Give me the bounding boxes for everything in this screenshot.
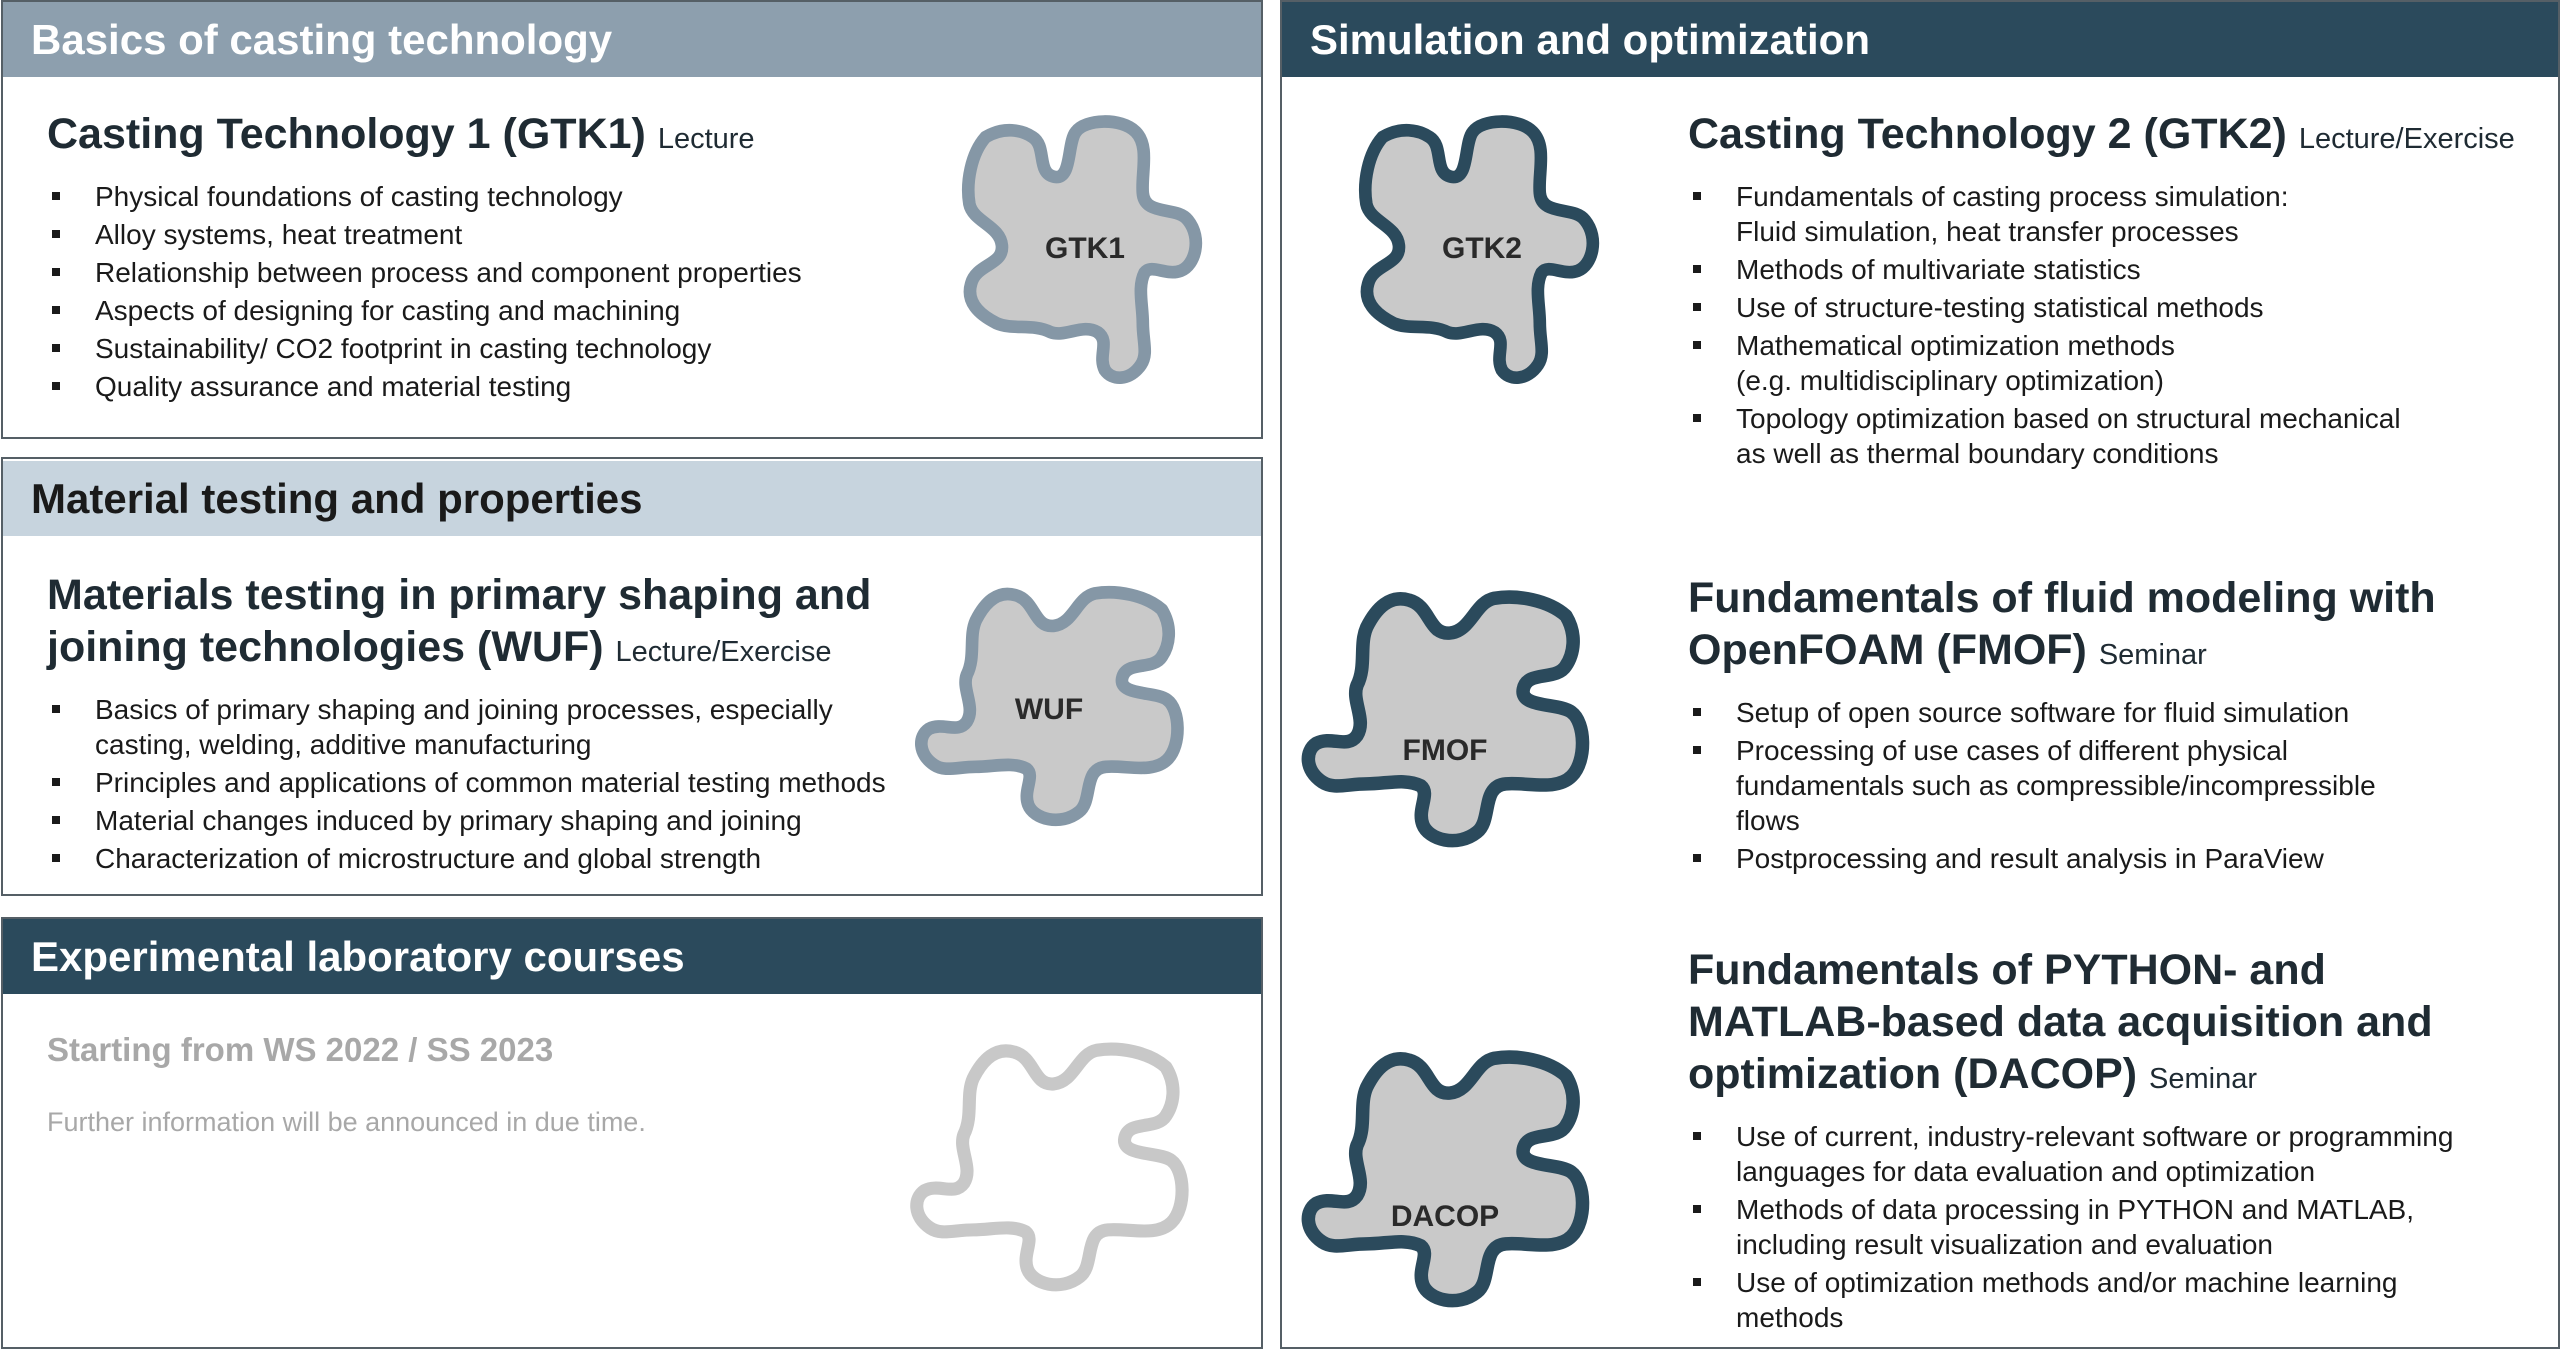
puzzle-piece-icon: FMOF: [1300, 572, 1590, 872]
list-item: Quality assurance and material testing: [47, 369, 927, 404]
list-item: Use of current, industry-relevant softwa…: [1688, 1119, 2548, 1189]
list-item: Aspects of designing for casting and mac…: [47, 293, 927, 328]
lab-start-heading: Starting from WS 2022 / SS 2023: [47, 1031, 554, 1068]
course-gtk2: Casting Technology 2 (GTK2) Lecture/Exer…: [1688, 108, 2548, 474]
list-item: Alloy systems, heat treatment: [47, 217, 927, 252]
course-topics: Use of current, industry-relevant softwa…: [1688, 1119, 2548, 1335]
puzzle-label: FMOF: [1402, 734, 1488, 767]
course-type: Lecture/Exercise: [2298, 123, 2515, 155]
list-item: Mathematical optimization methods(e.g. m…: [1688, 328, 2548, 398]
panel-title: Experimental laboratory courses: [3, 919, 1261, 994]
list-item: Sustainability/ CO2 footprint in casting…: [47, 331, 927, 366]
panel-title: Material testing and properties: [3, 461, 1261, 536]
course-wuf: Materials testing in primary shaping and…: [47, 569, 947, 879]
lab-note: Further information will be announced in…: [47, 1107, 646, 1137]
list-item: Methods of multivariate statistics: [1688, 252, 2548, 287]
puzzle-piece-icon: [899, 1025, 1199, 1315]
list-item: Material changes induced by primary shap…: [47, 803, 947, 838]
course-type: Seminar: [2149, 1063, 2258, 1095]
list-item: Use of optimization methods and/or machi…: [1688, 1265, 2548, 1335]
list-item: Topology optimization based on structura…: [1688, 401, 2548, 471]
course-type: Lecture: [657, 123, 755, 155]
list-item: Characterization of microstructure and g…: [47, 841, 947, 876]
course-topics: Basics of primary shaping and joining pr…: [47, 692, 947, 876]
panel-title: Simulation and optimization: [1282, 2, 2558, 77]
puzzle-label: GTK1: [1044, 232, 1125, 265]
puzzle-label: GTK2: [1441, 232, 1522, 265]
course-topics: Physical foundations of casting technolo…: [47, 179, 927, 404]
course-gtk1: Casting Technology 1 (GTK1) Lecture Phys…: [47, 108, 927, 407]
puzzle-label: DACOP: [1390, 1200, 1500, 1233]
list-item: Principles and applications of common ma…: [47, 765, 947, 800]
lab-info: Starting from WS 2022 / SS 2023 Further …: [47, 1031, 847, 1138]
list-item: Basics of primary shaping and joining pr…: [47, 692, 947, 762]
course-title: Casting Technology 1 (GTK1) Lecture: [47, 110, 755, 158]
panel-title: Basics of casting technology: [3, 2, 1261, 77]
course-title: Casting Technology 2 (GTK2) Lecture/Exer…: [1688, 110, 2515, 158]
list-item: Physical foundations of casting technolo…: [47, 179, 927, 214]
list-item: Setup of open source software for fluid …: [1688, 695, 2548, 730]
puzzle-piece-icon: GTK1: [935, 110, 1235, 390]
panel-lab: Experimental laboratory courses Starting…: [1, 917, 1263, 1349]
puzzle-piece-icon: GTK2: [1332, 110, 1632, 390]
puzzle-piece-icon: WUF: [899, 569, 1199, 849]
course-title: Materials testing in primary shaping and…: [47, 571, 872, 671]
puzzle-label: WUF: [1014, 693, 1084, 726]
puzzle-piece-icon: DACOP: [1300, 1032, 1590, 1332]
course-type: Lecture/Exercise: [615, 636, 832, 668]
list-item: Use of structure-testing statistical met…: [1688, 290, 2548, 325]
panel-basics: Basics of casting technology Casting Tec…: [1, 0, 1263, 439]
course-topics: Fundamentals of casting process simulati…: [1688, 179, 2548, 471]
panel-material: Material testing and properties Material…: [1, 457, 1263, 896]
list-item: Fundamentals of casting process simulati…: [1688, 179, 2548, 249]
list-item: Relationship between process and compone…: [47, 255, 927, 290]
course-type: Seminar: [2098, 639, 2207, 671]
list-item: Processing of use cases of different phy…: [1688, 733, 2548, 838]
course-topics: Setup of open source software for fluid …: [1688, 695, 2548, 876]
list-item: Postprocessing and result analysis in Pa…: [1688, 841, 2548, 876]
list-item: Methods of data processing in PYTHON and…: [1688, 1192, 2548, 1262]
panel-simulation: Simulation and optimization GTK2 Casting…: [1280, 0, 2560, 1349]
